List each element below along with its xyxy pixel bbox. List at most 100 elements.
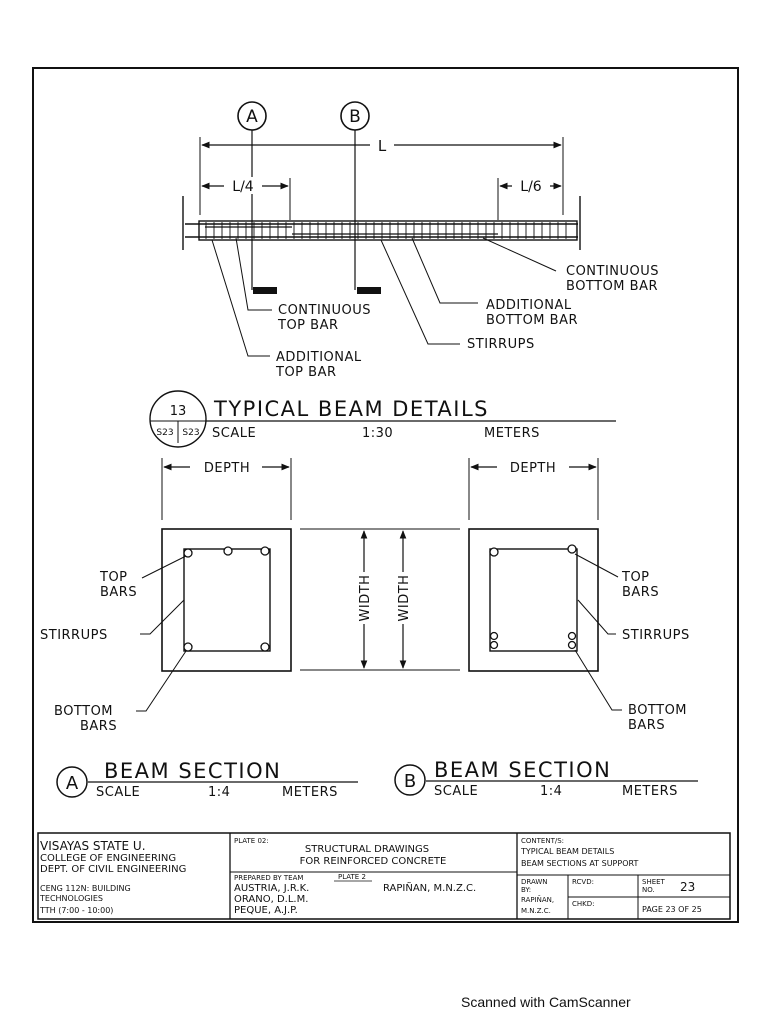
section-b-top-bar — [489, 547, 499, 557]
section-a-stirrups: STIRRUPS — [40, 628, 108, 643]
section-a-bottom-bars-2: BARS — [80, 719, 117, 734]
typical-beam-details-title: 13 S23 S23 TYPICAL BEAM DETAILS SCALE 1:… — [149, 390, 616, 448]
section-a-top-bars-2: BARS — [100, 585, 137, 600]
section-b-top-bars-1: TOP — [621, 570, 650, 585]
title-block: VISAYAS STATE U. COLLEGE OF ENGINEERING … — [37, 832, 731, 920]
section-a-bottom-bars-1: BOTTOM — [54, 704, 113, 719]
detail-number: 13 — [170, 404, 187, 419]
detail-ref-2: S23 — [182, 428, 199, 438]
section-b-bottom-bar — [567, 640, 577, 650]
course-schedule: TTH (7:00 - 10:00) — [39, 906, 113, 915]
section-b-title: B BEAM SECTION SCALE 1:4 METERS — [394, 758, 698, 799]
grid-marker-a-label: A — [246, 107, 258, 127]
school-name: VISAYAS STATE U. — [40, 839, 146, 853]
detail-title-text: TYPICAL BEAM DETAILS — [213, 397, 489, 421]
callout-continuous-top-2: TOP BAR — [277, 318, 339, 333]
section-a-width-label: WIDTH — [358, 575, 373, 622]
detail-scale-value: 1:30 — [362, 426, 393, 441]
section-a-depth-label: DEPTH — [204, 461, 250, 476]
beam-section-a: DEPTH TOP BARS STIRRUPS BOTTOM BARS — [40, 458, 292, 734]
span-dimension-label: L — [378, 137, 387, 155]
callout-additional-bottom-1: ADDITIONAL — [486, 298, 572, 313]
section-b-bottom-bars-1: BOTTOM — [628, 703, 687, 718]
prepared-by-label: PREPARED BY TEAM — [234, 874, 303, 882]
section-b-top-bar — [567, 544, 577, 554]
member-2: ORANO, D.L.M. — [234, 894, 308, 905]
section-a-top-bars-1: TOP — [99, 570, 128, 585]
callout-continuous-bottom-2: BOTTOM BAR — [566, 279, 658, 294]
course-title: TECHNOLOGIES — [39, 894, 103, 903]
received-label: RCVD: — [572, 878, 594, 886]
checked-label: CHKD: — [572, 900, 595, 908]
content-line-1: TYPICAL BEAM DETAILS — [520, 847, 614, 856]
plate-label: PLATE 02: — [234, 837, 269, 845]
section-a-stirrup — [183, 548, 271, 652]
course-code: CENG 112N: BUILDING — [40, 884, 131, 893]
drawn-by-2: M.N.Z.C. — [521, 907, 551, 915]
section-b-bottom-bar — [489, 640, 499, 650]
section-a-marker-label: A — [66, 773, 79, 794]
callout-continuous-top-1: CONTINUOUS — [278, 303, 371, 318]
section-b-depth-label: DEPTH — [510, 461, 556, 476]
beam-section-b: DEPTH TOP BARS STIRRUPS BOTTOM BARS — [468, 458, 690, 733]
detail-scale-label: SCALE — [212, 426, 256, 441]
section-b-bottom-bars-2: BARS — [628, 718, 665, 733]
section-a-top-bar — [260, 546, 270, 556]
stirrup-group — [205, 222, 567, 239]
plate-title-2: FOR REINFORCED CONCRETE — [300, 856, 447, 867]
section-b-marker-label: B — [404, 771, 416, 792]
width-dimensions: WIDTH WIDTH — [300, 528, 460, 671]
camscanner-watermark: Scanned with CamScanner — [461, 994, 631, 1010]
drawn-by-label-1: DRAWN — [521, 878, 548, 886]
right-sixth-dimension-label: L/6 — [520, 179, 542, 195]
section-a-top-bar — [183, 548, 193, 558]
section-b-stirrups: STIRRUPS — [622, 628, 690, 643]
section-b-width-label: WIDTH — [397, 575, 412, 622]
section-b-scale-label: SCALE — [434, 784, 478, 799]
section-b-top-bars-2: BARS — [622, 585, 659, 600]
section-a-bottom-bar — [260, 642, 270, 652]
section-b-outline — [468, 528, 599, 672]
beam-body — [198, 220, 578, 241]
content-line-2: BEAM SECTIONS AT SUPPORT — [521, 859, 638, 868]
department-name: DEPT. OF CIVIL ENGINEERING — [40, 864, 186, 875]
callout-additional-bottom-2: BOTTOM BAR — [486, 313, 578, 328]
left-quarter-dimension-label: L/4 — [232, 179, 254, 195]
drawn-by-label-2: BY: — [521, 886, 531, 894]
callout-continuous-bottom-1: CONTINUOUS — [566, 264, 659, 279]
beam-elevation: A B L L/4 L/6 CONTINUOUS — [182, 101, 659, 380]
section-a-title: A BEAM SECTION SCALE 1:4 METERS — [56, 759, 358, 800]
page-count: PAGE 23 OF 25 — [642, 905, 702, 914]
content-label: CONTENT/S: — [521, 837, 564, 845]
section-a-marker — [56, 766, 88, 798]
section-b-scale-value: 1:4 — [540, 784, 562, 799]
callout-additional-top-2: TOP BAR — [275, 365, 337, 380]
section-b-marker — [394, 764, 426, 796]
section-a-outline — [161, 528, 292, 672]
college-name: COLLEGE OF ENGINEERING — [40, 853, 176, 864]
detail-units: METERS — [484, 426, 540, 441]
grid-marker-b-label: B — [349, 107, 361, 127]
sheet-number: 23 — [680, 880, 695, 894]
section-a-scale-label: SCALE — [96, 785, 140, 800]
column-stub-a — [253, 287, 277, 294]
callout-stirrups: STIRRUPS — [467, 337, 535, 352]
member-1: AUSTRIA, J.R.K. — [234, 883, 309, 894]
detail-bubble — [149, 390, 207, 448]
sheet-border — [32, 67, 739, 923]
section-b-bottom-bar — [567, 631, 577, 641]
sheet-no-label-1: SHEET — [642, 878, 666, 886]
callout-additional-top-1: ADDITIONAL — [276, 350, 362, 365]
member-3: PEQUE, A.J.P. — [234, 905, 298, 916]
detail-ref-1: S23 — [156, 428, 173, 438]
team-name: PLATE 2 — [338, 873, 366, 881]
section-b-stirrup — [489, 548, 578, 652]
section-a-bottom-bar — [183, 642, 193, 652]
section-a-title-text: BEAM SECTION — [104, 759, 281, 783]
section-a-top-bar — [223, 546, 233, 556]
sheet-no-label-2: NO. — [642, 886, 655, 894]
member-4: RAPIÑAN, M.N.Z.C. — [383, 881, 476, 894]
section-b-bottom-bar — [489, 631, 499, 641]
section-a-units: METERS — [282, 785, 338, 800]
